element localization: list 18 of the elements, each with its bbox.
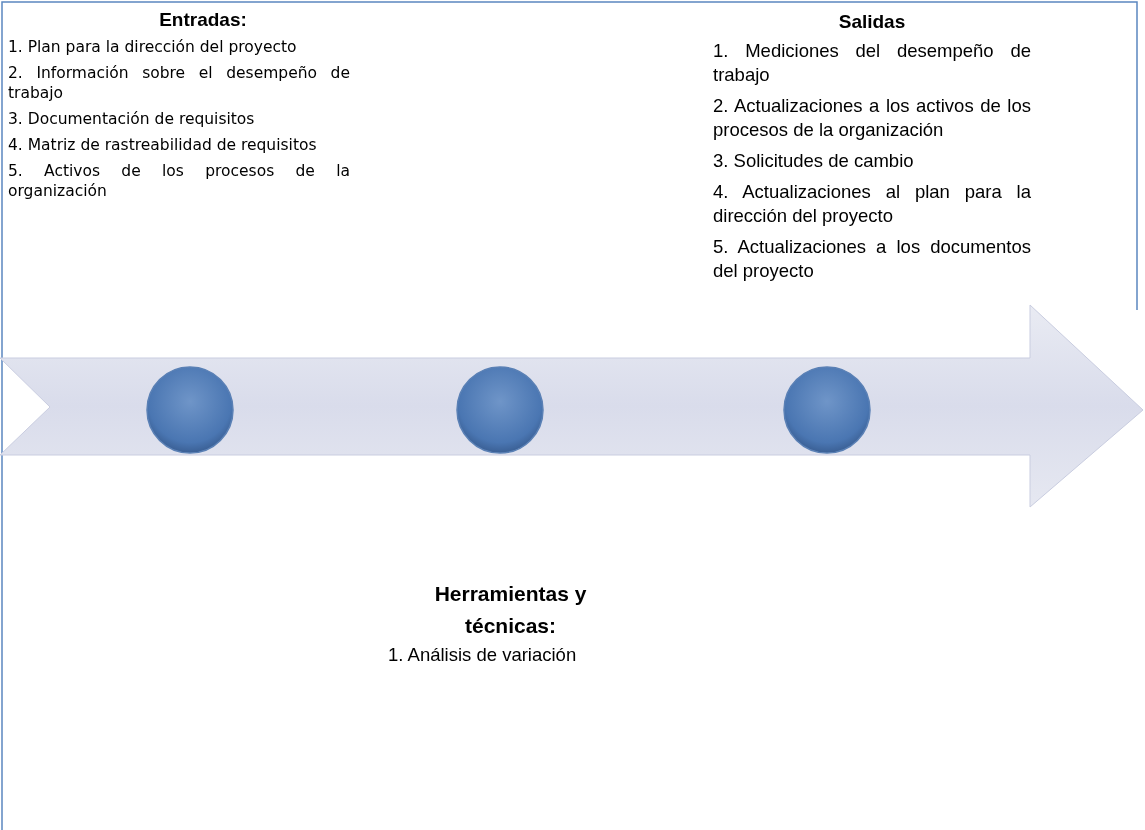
list-item: 4. Actualizaciones al plan para la dirección del proyecto: [713, 179, 1031, 228]
section-heading: Herramientas y técnicas:: [433, 581, 588, 639]
section-heading: Salidas: [837, 10, 907, 34]
list-item: 3. Solicitudes de cambio: [713, 148, 915, 173]
section-heading: Entradas:: [158, 8, 248, 32]
list-item: 3. Documentación de requisitos: [8, 108, 256, 130]
circle-marker: [146, 366, 234, 454]
list-item: 5. Activos de los procesos de la organización: [8, 161, 350, 202]
list-item: 5. Actualizaciones a los documentos del proyecto: [713, 234, 1031, 283]
arrow-band: [0, 304, 1144, 508]
list-item: 1. Plan para la dirección del proyecto: [8, 36, 298, 57]
list-item: 4. Matriz de rastreabilidad de requisitos: [8, 135, 318, 156]
circle-marker: [456, 366, 544, 454]
list-item: 2. Actualizaciones a los activos de los procesos de la organización: [713, 93, 1031, 142]
circle-marker: [783, 366, 871, 454]
list-item: 1. Mediciones del desempeño de trabajo: [713, 38, 1031, 87]
list-item: 2. Información sobre el desempeño de trabajo: [8, 62, 350, 103]
list-item: 1. Análisis de variación: [388, 643, 578, 667]
